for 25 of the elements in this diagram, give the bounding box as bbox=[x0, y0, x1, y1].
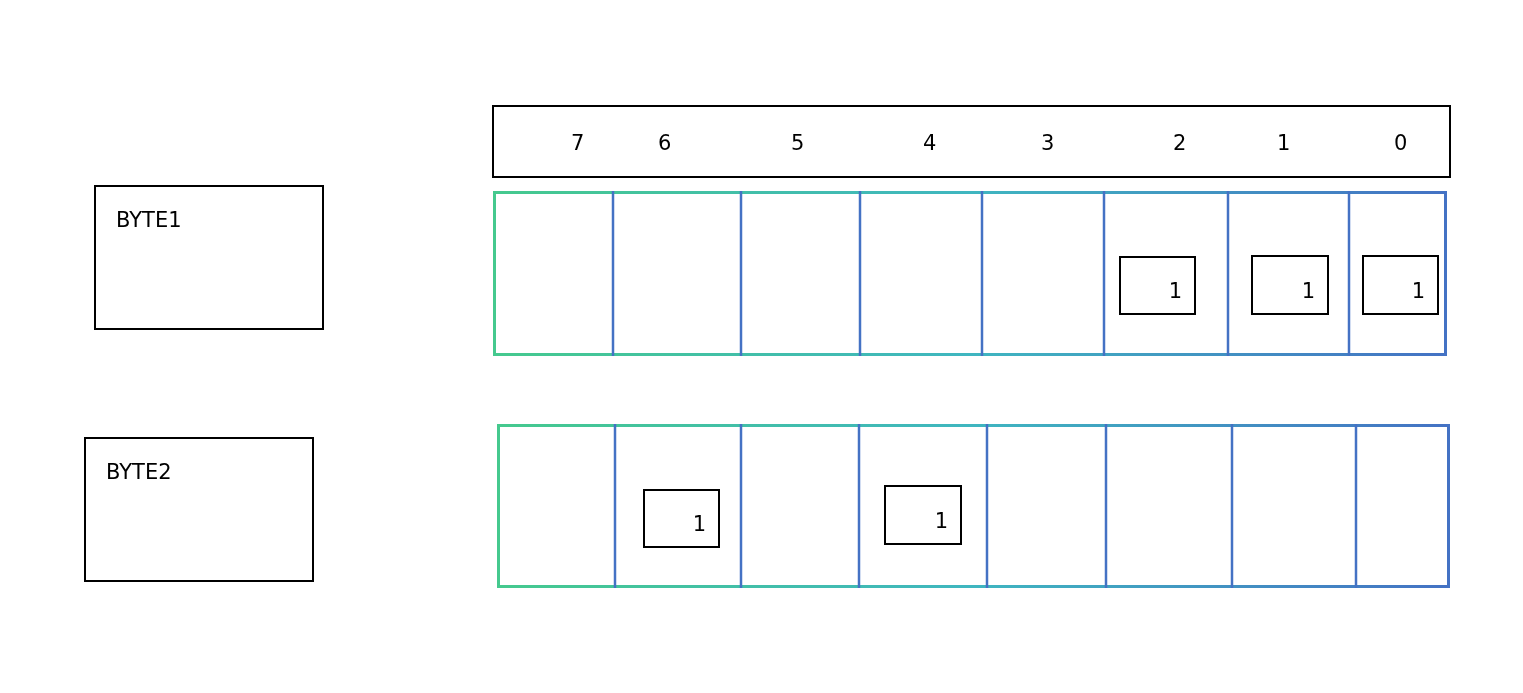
bit-number: 5 bbox=[791, 131, 805, 155]
bit-value-box bbox=[1251, 255, 1329, 315]
bit-value: 1 bbox=[1168, 279, 1182, 303]
bit-value: 1 bbox=[1301, 279, 1315, 303]
bit-value: 1 bbox=[1411, 279, 1425, 303]
bit-value: 1 bbox=[934, 509, 948, 533]
byte-label: BYTE1 bbox=[116, 208, 182, 232]
bit-number: 4 bbox=[923, 131, 937, 155]
bit-number: 0 bbox=[1394, 131, 1408, 155]
register-row bbox=[493, 191, 1447, 356]
bit-number: 7 bbox=[571, 131, 585, 155]
bit-header-box bbox=[492, 105, 1451, 178]
byte-label: BYTE2 bbox=[106, 460, 172, 484]
bit-number: 2 bbox=[1173, 131, 1187, 155]
bit-number: 6 bbox=[658, 131, 672, 155]
byte-box bbox=[84, 437, 314, 582]
bit-number: 1 bbox=[1277, 131, 1291, 155]
bit-number: 3 bbox=[1041, 131, 1055, 155]
register-row bbox=[497, 424, 1450, 588]
bit-value-box bbox=[1119, 256, 1196, 315]
bit-value-box bbox=[884, 485, 962, 545]
bit-value: 1 bbox=[692, 512, 706, 536]
byte-box bbox=[94, 185, 324, 330]
bit-value-box bbox=[643, 489, 720, 548]
bit-value-box bbox=[1362, 255, 1439, 315]
